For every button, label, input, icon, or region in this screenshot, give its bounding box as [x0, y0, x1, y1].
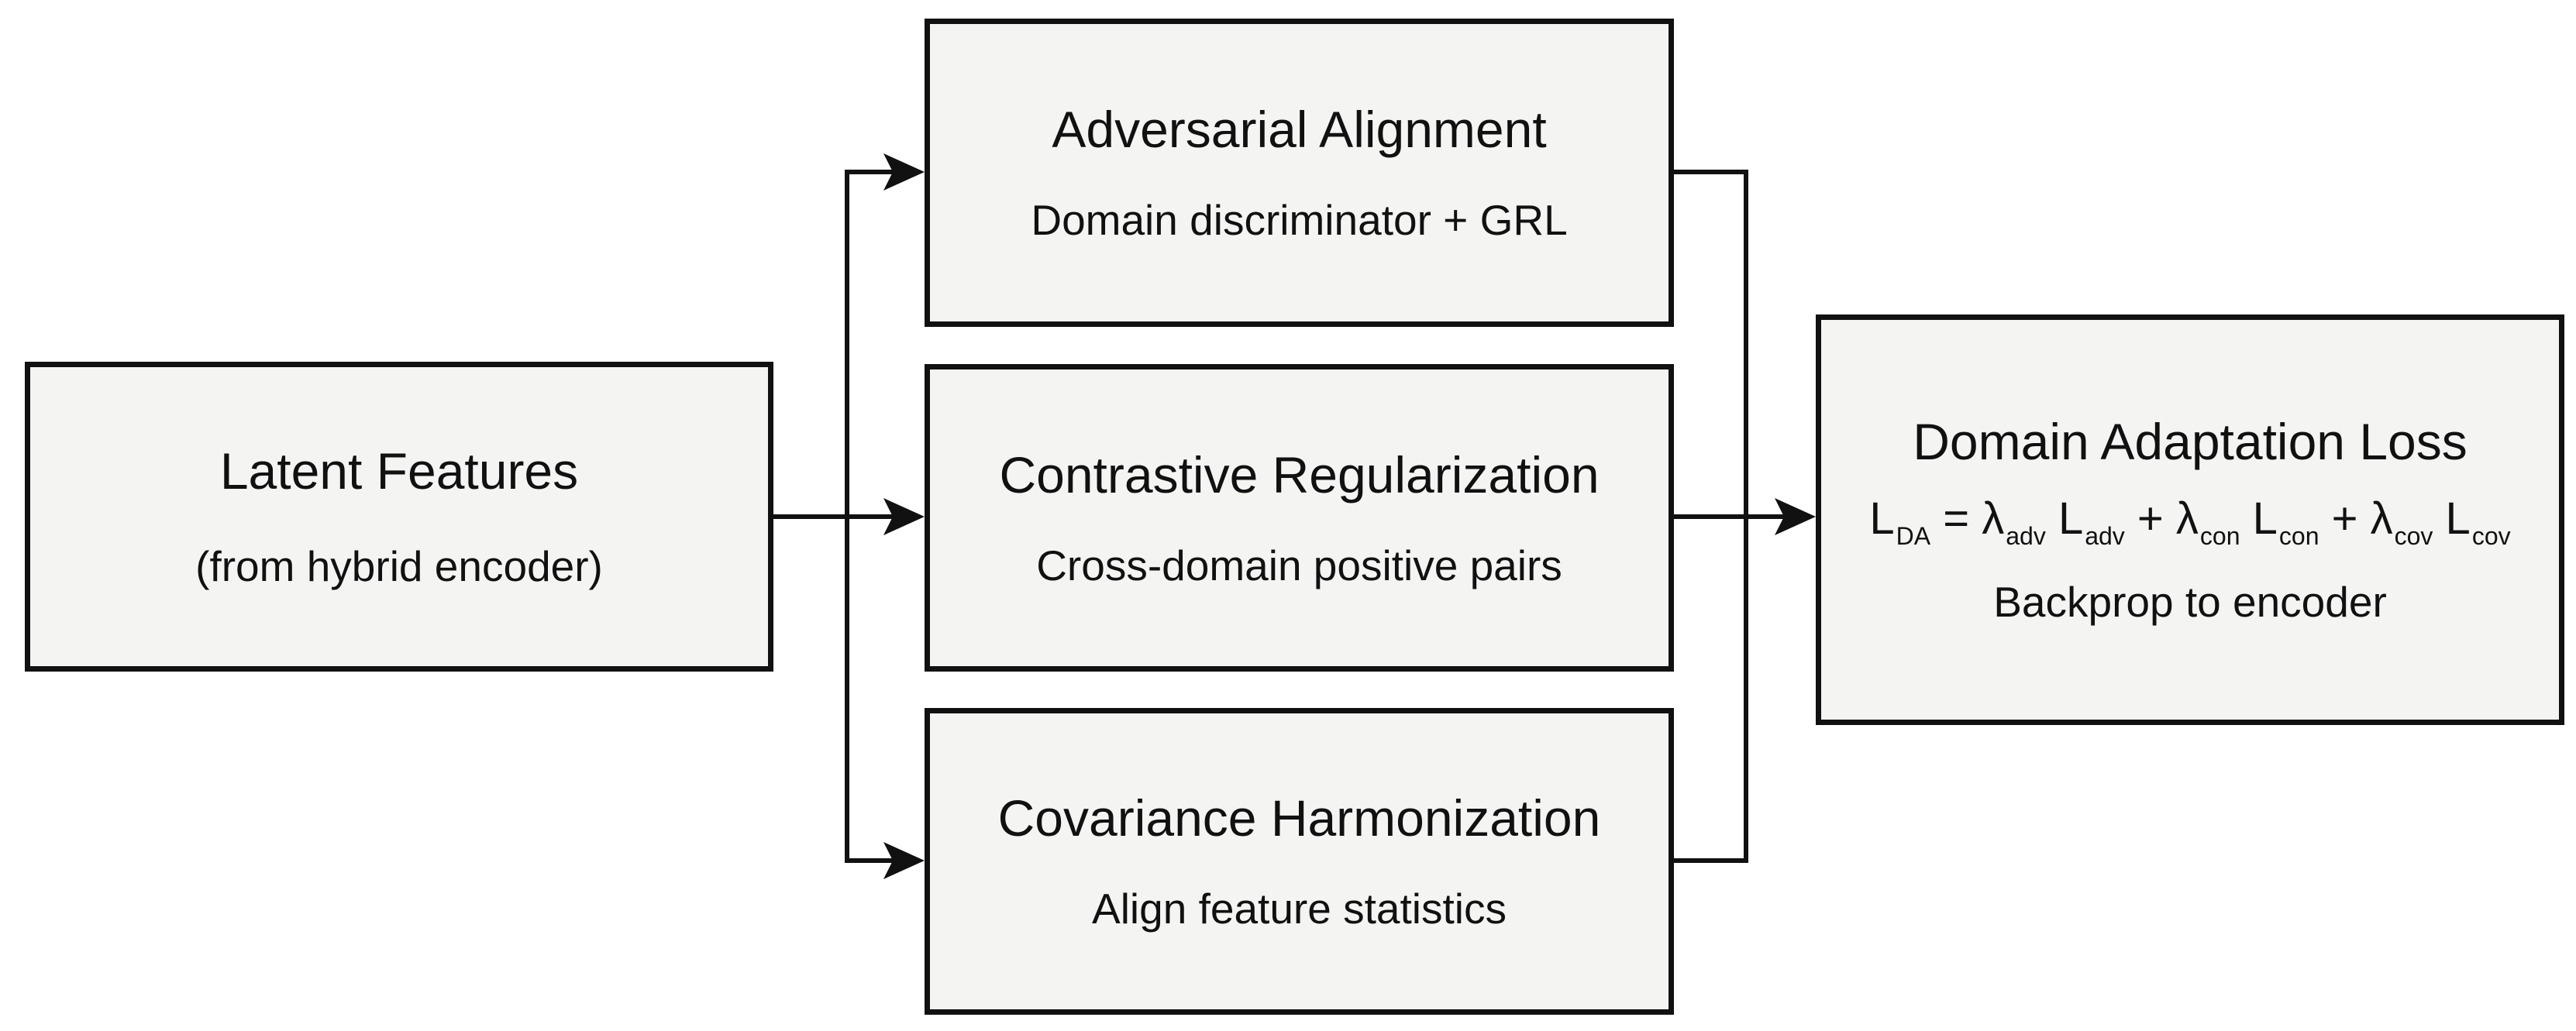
adversarial-alignment-subtitle: Domain discriminator + GRL [1031, 196, 1568, 245]
domain-adaptation-loss-box: Domain Adaptation Loss LDA = λadv Ladv +… [1816, 314, 2564, 725]
domain-adaptation-loss-title: Domain Adaptation Loss [1913, 413, 2468, 471]
latent-features-box: Latent Features (from hybrid encoder) [25, 362, 773, 672]
covariance-harmonization-subtitle: Align feature statistics [1092, 885, 1507, 933]
domain-adaptation-formula: LDA = λadv Ladv + λcon Lcon + λcov Lcov [1869, 492, 2510, 551]
domain-adaptation-loss-subtitle: Backprop to encoder [1993, 578, 2387, 627]
adversarial-alignment-title: Adversarial Alignment [1052, 101, 1547, 159]
contrastive-regularization-title: Contrastive Regularization [999, 445, 1600, 503]
formula-term-con: λcon Lcon [2175, 493, 2319, 550]
adversarial-alignment-box: Adversarial Alignment Domain discriminat… [925, 19, 1674, 327]
covariance-harmonization-box: Covariance Harmonization Align feature s… [925, 708, 1674, 1015]
formula-plus: + [2137, 493, 2164, 544]
arrowhead-contrastive [883, 498, 925, 535]
covariance-harmonization-title: Covariance Harmonization [997, 789, 1601, 847]
formula-plus: + [2331, 493, 2358, 544]
latent-features-subtitle: (from hybrid encoder) [195, 542, 603, 591]
arrowhead-adversarial [883, 153, 925, 191]
formula-term-cov: λcov Lcov [2370, 493, 2511, 550]
arrowhead-covariance [883, 842, 925, 879]
latent-features-title: Latent Features [219, 442, 579, 500]
contrastive-regularization-subtitle: Cross-domain positive pairs [1036, 541, 1562, 589]
formula-term-adv: λadv Ladv [1982, 493, 2125, 550]
contrastive-regularization-box: Contrastive Regularization Cross-domain … [925, 364, 1674, 672]
formula-lhs: LDA [1869, 493, 1931, 550]
arrowhead-domain-adaptation [1775, 498, 1816, 535]
formula-equals: = [1943, 493, 1970, 544]
